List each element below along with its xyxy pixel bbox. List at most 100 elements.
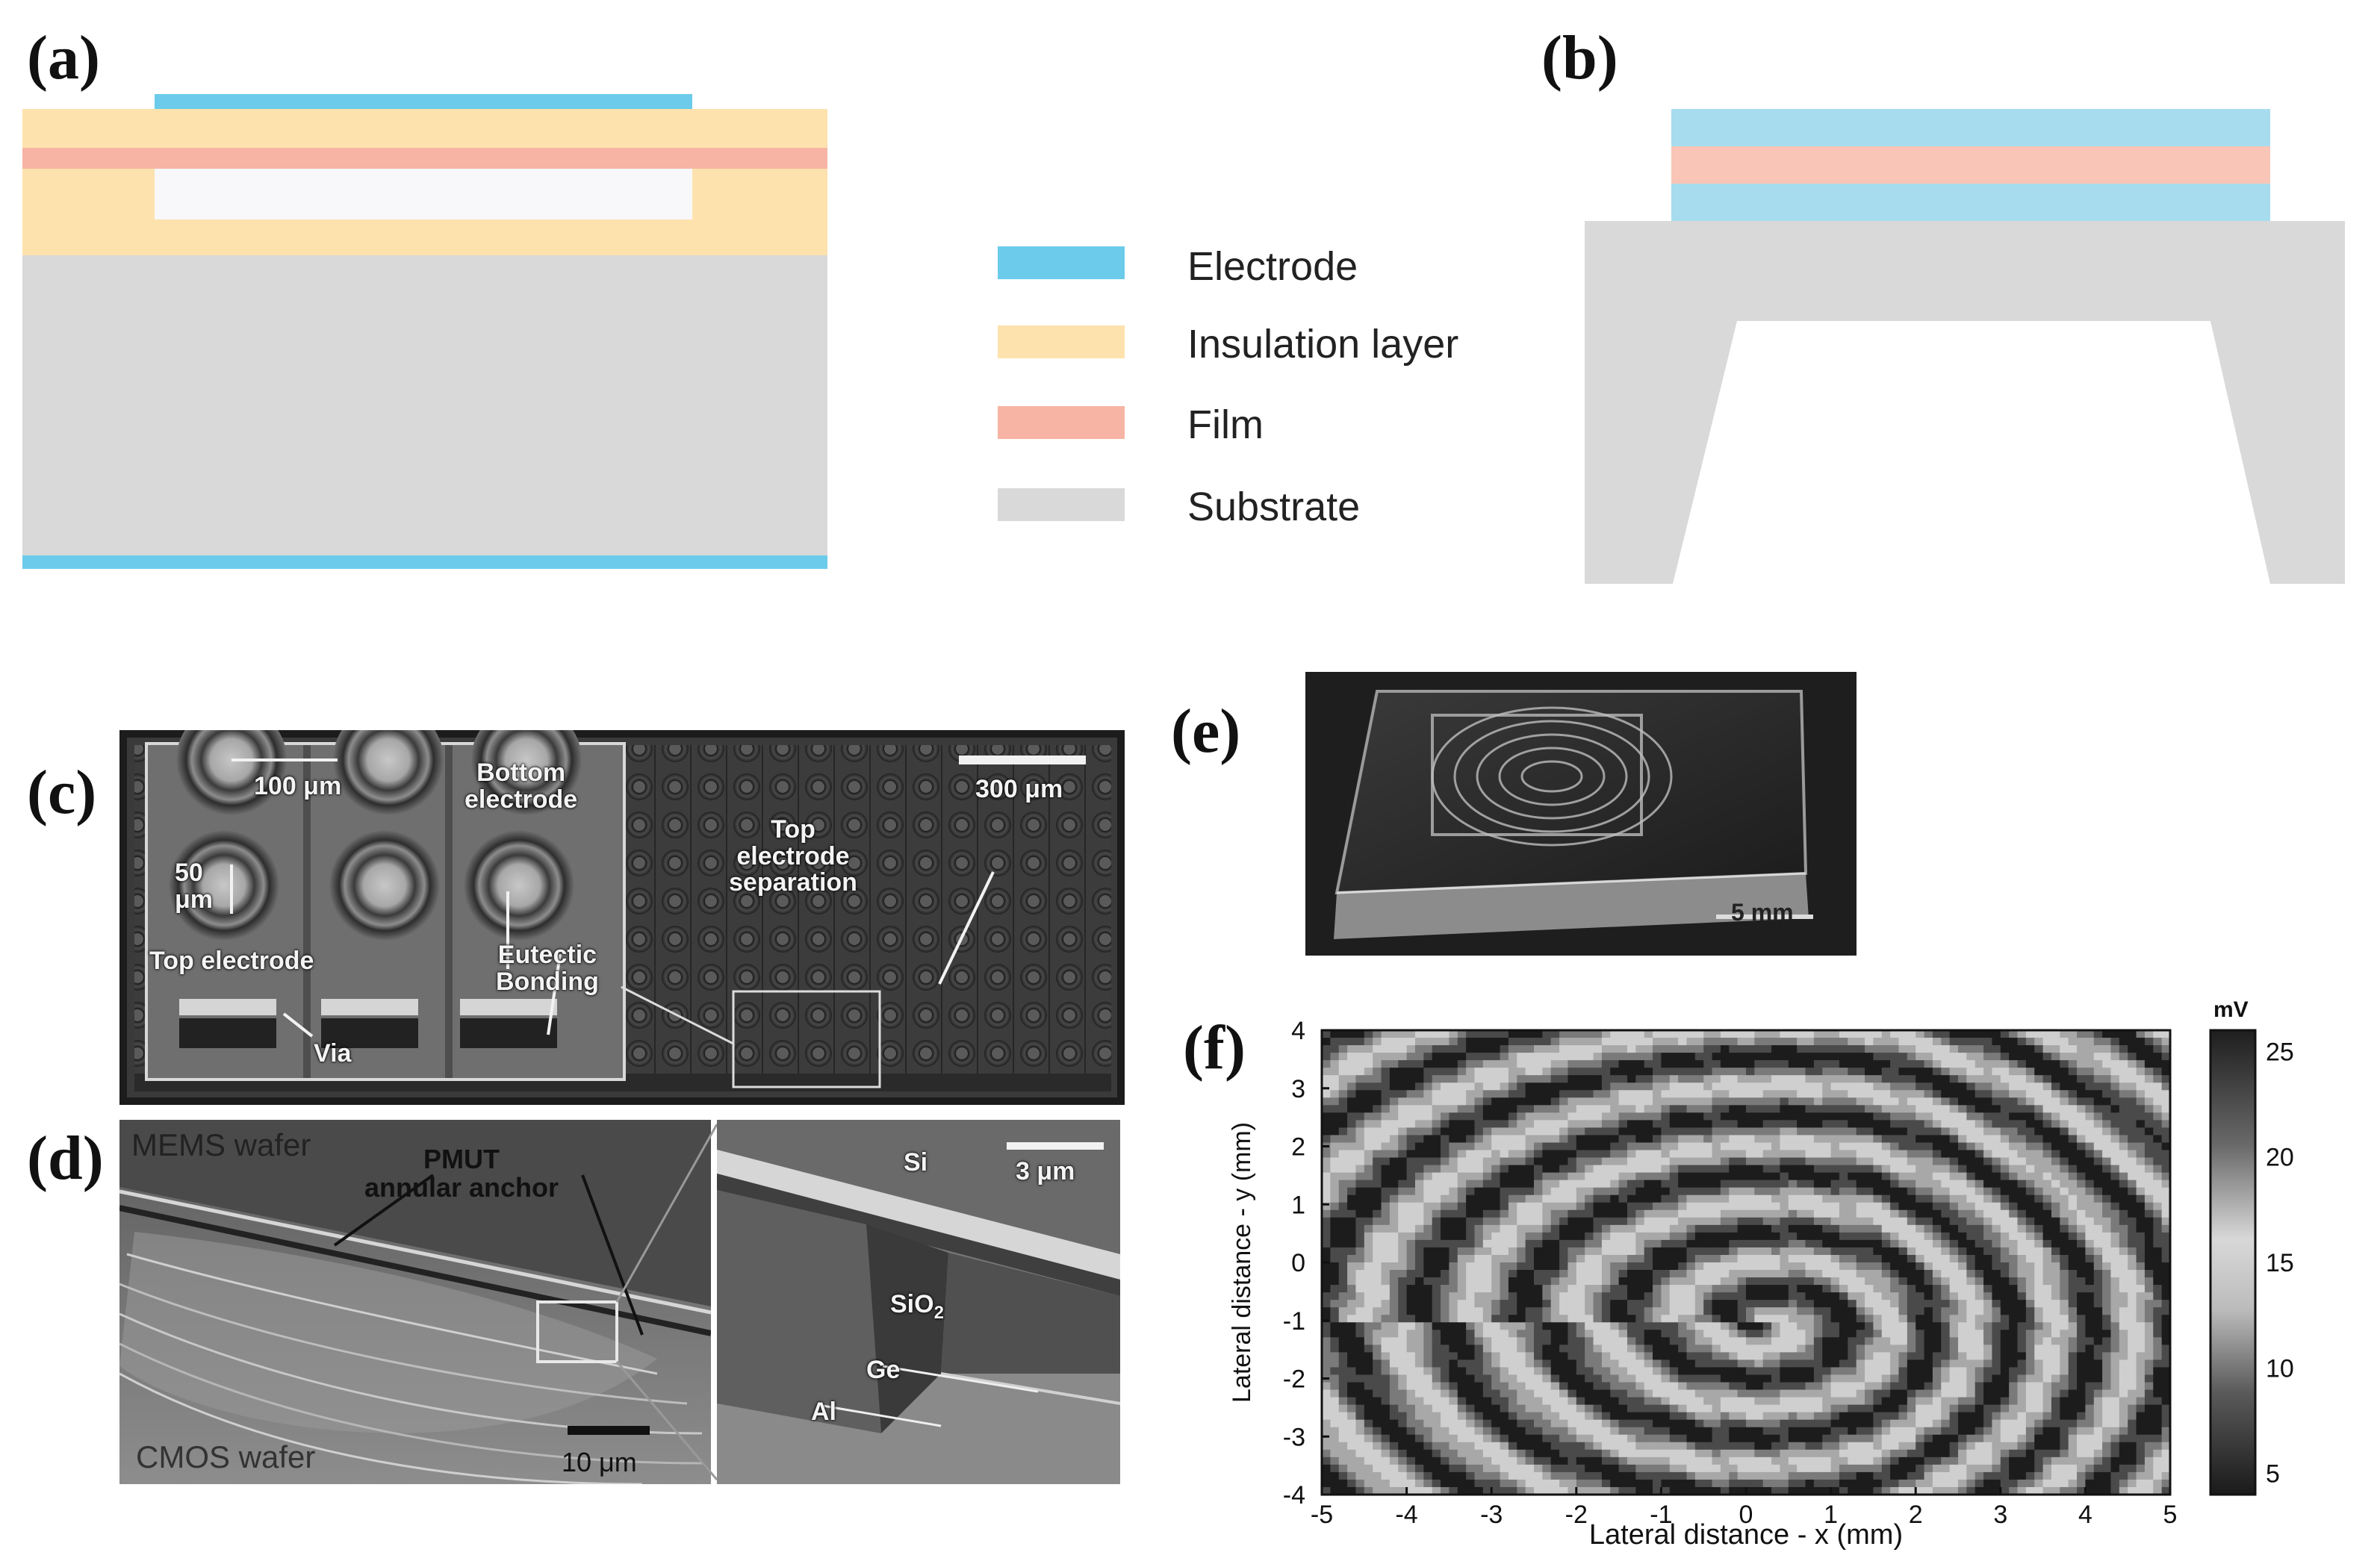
heatmap-cell	[1585, 1247, 1594, 1256]
heatmap-cell	[1983, 1239, 1993, 1248]
heatmap-cell	[1890, 1127, 1900, 1136]
heatmap-cell	[1983, 1150, 1993, 1159]
heatmap-cell	[2128, 1105, 2137, 1113]
heatmap-cell	[1550, 1090, 1560, 1098]
heatmap-cell	[2128, 1239, 2137, 1248]
heatmap-cell	[1482, 1307, 1492, 1315]
heatmap-cell	[2085, 1187, 2095, 1196]
heatmap-cell	[2136, 1315, 2146, 1323]
heatmap-cell	[2051, 1277, 2060, 1286]
heatmap-cell	[1593, 1142, 1603, 1151]
heatmap-cell	[1916, 1112, 1925, 1121]
heatmap-cell	[1932, 1292, 1942, 1300]
heatmap-cell	[2077, 1097, 2086, 1106]
heatmap-cell	[1686, 1270, 1696, 1278]
heatmap-cell	[2077, 1165, 2086, 1174]
heatmap-cell	[1966, 1053, 1976, 1061]
heatmap-cell	[1669, 1262, 1679, 1271]
heatmap-cell	[2144, 1097, 2154, 1106]
heatmap-cell	[2077, 1315, 2086, 1323]
heatmap-cell	[1626, 1060, 1636, 1068]
heatmap-cell	[1406, 1277, 1416, 1286]
heatmap-cell	[1729, 1105, 1739, 1113]
heatmap-cell	[1338, 1345, 1348, 1353]
heatmap-cell	[2153, 1367, 2163, 1376]
heatmap-cell	[2000, 1075, 2010, 1083]
heatmap-cell	[1644, 1345, 1653, 1353]
heatmap-cell	[2093, 1157, 2103, 1166]
panel-label-e: (e)	[1171, 697, 1241, 766]
heatmap-cell	[2093, 1165, 2103, 1174]
heatmap-cell	[1746, 1105, 1755, 1113]
heatmap-cell	[1364, 1209, 1373, 1218]
heatmap-cell	[1322, 1345, 1331, 1353]
heatmap-cell	[2128, 1232, 2137, 1241]
heatmap-cell	[1813, 1045, 1823, 1053]
heatmap-cell	[1389, 1120, 1399, 1129]
heatmap-cell	[1567, 1307, 1577, 1315]
heatmap-cell	[2077, 1382, 2086, 1391]
heatmap-cell	[1694, 1247, 1704, 1256]
heatmap-cell	[1322, 1254, 1331, 1263]
heatmap-cell	[1729, 1315, 1739, 1323]
heatmap-cell	[1839, 1120, 1848, 1129]
legend-swatch-substrate	[998, 488, 1125, 521]
heatmap-cell	[2085, 1142, 2095, 1151]
heatmap-cell	[1865, 1239, 1874, 1248]
heatmap-cell	[1924, 1097, 1933, 1106]
heatmap-cell	[1729, 1068, 1739, 1076]
heatmap-cell	[1559, 1053, 1569, 1061]
heatmap-cell	[1737, 1232, 1747, 1241]
heatmap-cell	[1890, 1105, 1900, 1113]
heatmap-cell	[1890, 1142, 1900, 1151]
heatmap-cell	[1466, 1135, 1476, 1144]
heatmap-cell	[2128, 1330, 2137, 1338]
heatmap-cell	[2153, 1352, 2163, 1361]
heatmap-cell	[1517, 1157, 1526, 1166]
heatmap-cell	[1550, 1172, 1560, 1181]
heatmap-cell	[1848, 1262, 1857, 1271]
heatmap-cell	[1762, 1120, 1772, 1129]
heatmap-cell	[1958, 1330, 1967, 1338]
heatmap-cell	[1830, 1127, 1840, 1136]
heatmap-cell	[1941, 1180, 1951, 1189]
heatmap-cell	[1449, 1239, 1458, 1248]
heatmap-cell	[1482, 1180, 1492, 1189]
heatmap-cell	[1576, 1397, 1585, 1406]
heatmap-cell	[1626, 1097, 1636, 1106]
heatmap-cell	[1449, 1120, 1458, 1129]
heatmap-cell	[1992, 1135, 2001, 1144]
heatmap-cell	[1610, 1187, 1620, 1196]
heatmap-cell	[1890, 1337, 1900, 1345]
heatmap-cell	[1466, 1068, 1476, 1076]
heatmap-cell	[1517, 1068, 1526, 1076]
heatmap-cell	[1754, 1232, 1764, 1241]
heatmap-cell	[1737, 1397, 1747, 1406]
heatmap-cell	[2153, 1307, 2163, 1315]
heatmap-cell	[1958, 1217, 1967, 1226]
heatmap-cell	[2161, 1285, 2170, 1293]
heatmap-cell	[1406, 1270, 1416, 1278]
heatmap-cell	[2051, 1307, 2060, 1315]
heatmap-cell	[1941, 1232, 1951, 1241]
heatmap-cell	[1398, 1165, 1408, 1174]
heatmap-cell	[1432, 1105, 1441, 1113]
heatmap-cell	[2034, 1239, 2044, 1248]
heatmap-cell	[1398, 1120, 1408, 1129]
heatmap-cell	[1780, 1053, 1789, 1061]
heatmap-cell	[1474, 1194, 1484, 1203]
heatmap-cell	[2051, 1322, 2060, 1330]
heatmap-cell	[1941, 1307, 1951, 1315]
heatmap-cell	[1694, 1232, 1704, 1241]
heatmap-cell	[1754, 1300, 1764, 1308]
heatmap-cell	[2025, 1285, 2035, 1293]
heatmap-cell	[1712, 1202, 1721, 1211]
heatmap-cell	[1593, 1045, 1603, 1053]
heatmap-cell	[2009, 1082, 2019, 1091]
heatmap-cell	[1780, 1165, 1789, 1174]
heatmap-cell	[1550, 1150, 1560, 1159]
heatmap-cell	[1822, 1315, 1832, 1323]
heatmap-cell	[1780, 1060, 1789, 1068]
heatmap-cell	[1898, 1232, 1908, 1241]
heatmap-cell	[1932, 1060, 1942, 1068]
